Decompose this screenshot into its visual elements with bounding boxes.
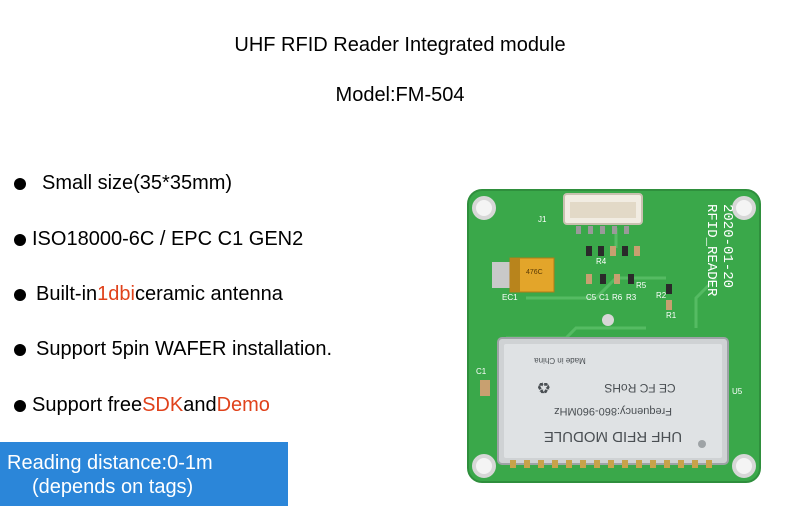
wafer-connector [563, 193, 643, 234]
feature-text: Support 5pin WAFER installation. [36, 338, 333, 360]
component-label: C1 [599, 293, 610, 302]
capacitor-label: EC1 [502, 293, 518, 302]
bullet-icon [14, 288, 26, 301]
component-label: R1 [666, 311, 677, 320]
feature-item-protocol: ISO18000-6C / EPC C1 GEN2 [14, 228, 303, 251]
module-title: UHF RFID MODULE [544, 428, 682, 445]
board-date-silkscreen: 2020-01-20 [719, 204, 735, 288]
bullet-icon [14, 343, 26, 356]
feature-item-antenna: Built-in 1dbi ceramic antenna [14, 283, 283, 306]
feature-text: Support free [32, 394, 143, 416]
feature-text-and: and [183, 394, 217, 416]
feature-highlight-sdk: SDK [142, 394, 184, 416]
board-name-silkscreen: RFID_READER [703, 204, 719, 297]
feature-text: Small size(35*35mm) [42, 172, 233, 194]
module-frequency: Frequency:860-960MHz [554, 405, 672, 417]
component-label: R2 [656, 291, 667, 300]
bullet-icon [14, 233, 26, 246]
component-label: R5 [636, 281, 647, 290]
model-label: Model:FM-504 [335, 84, 465, 106]
connector-label: J1 [538, 215, 547, 224]
feature-item-sdk: Support free SDK and Demo [14, 394, 270, 417]
bullet-icon [14, 399, 26, 412]
recycle-icon: ♻ [537, 378, 551, 397]
component-label: R4 [596, 257, 607, 266]
module-origin: Made in China [534, 356, 586, 365]
feature-item-wafer: Support 5pin WAFER installation. [14, 338, 332, 361]
rfid-module-photo: 476C EC1 J1 C5 C1 R6 R3 R4 R5 R2 R1 C1 U… [466, 188, 762, 484]
module-cert-marks: CE FC RoHS [604, 381, 675, 395]
component-label: C5 [586, 293, 597, 302]
feature-item-size: Small size(35*35mm) [14, 172, 232, 195]
feature-highlight-demo: Demo [216, 394, 270, 416]
mounting-hole-icon [472, 196, 756, 478]
bullet-icon [14, 177, 26, 190]
feature-highlight: 1dbi [97, 283, 135, 305]
rfid-module-shield [497, 337, 729, 468]
component-label: R6 [612, 293, 623, 302]
component-label: U5 [732, 387, 743, 396]
capacitor-marking: 476C [526, 269, 543, 276]
badge-line-2: (depends on tags) [32, 476, 194, 498]
tantalum-capacitor [492, 257, 555, 293]
component-label: R3 [626, 293, 637, 302]
feature-text: ISO18000-6C / EPC C1 GEN2 [32, 228, 304, 250]
product-title: UHF RFID Reader Integrated module [234, 34, 566, 56]
component-label: C1 [476, 367, 487, 376]
smd-components [480, 246, 672, 396]
reading-distance-badge: Reading distance:0-1m (depends on tags) [0, 442, 288, 506]
feature-text-tail: ceramic antenna [134, 283, 283, 305]
badge-line-1: Reading distance:0-1m [7, 452, 213, 474]
feature-text: Built-in [36, 283, 98, 305]
